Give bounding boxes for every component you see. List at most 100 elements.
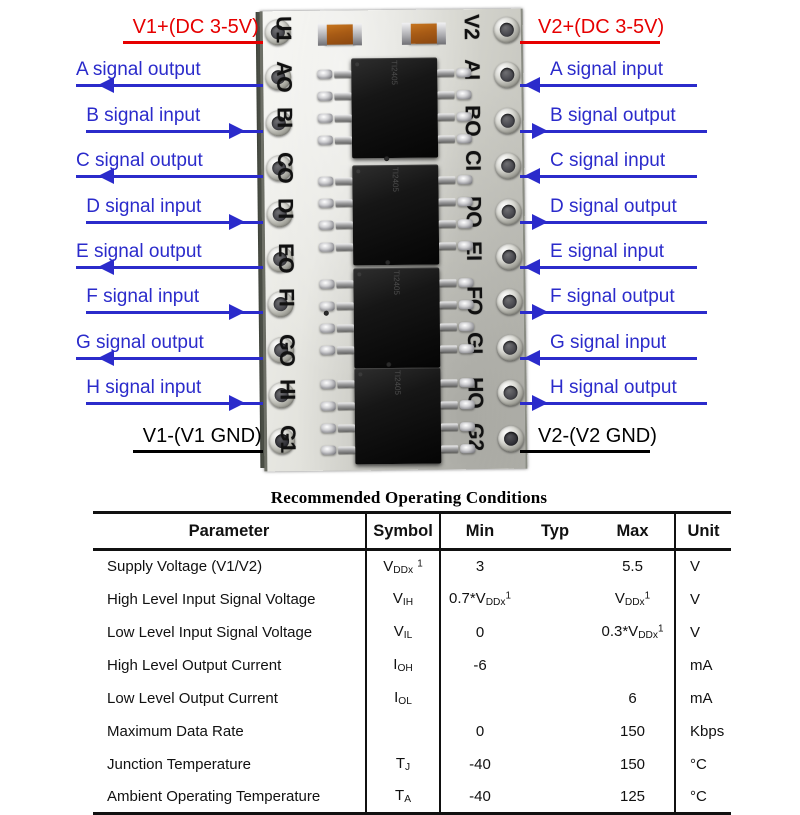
right-callout-CI: C signal input bbox=[0, 0, 800, 185]
callout-leader-line bbox=[520, 175, 697, 179]
solder-pad bbox=[458, 322, 474, 332]
via-4 bbox=[323, 310, 329, 316]
col-header-min: Min bbox=[440, 511, 519, 551]
silk-label-U1: U1 bbox=[271, 16, 295, 44]
cell-unit: V bbox=[674, 549, 731, 583]
callout-leader-line bbox=[132, 449, 263, 453]
callout-leader-line bbox=[520, 129, 707, 133]
cell-max bbox=[591, 649, 675, 682]
left-callout-CO: C signal output bbox=[0, 0, 800, 185]
callout-arrowhead-left bbox=[524, 168, 540, 185]
callout-arrowhead-right bbox=[229, 213, 245, 230]
recommended-operating-conditions-table: Parameter Symbol Min Typ Max Unit Supply… bbox=[93, 511, 731, 815]
solder-pad bbox=[457, 219, 473, 229]
cell-parameter: Low Level Output Current bbox=[93, 681, 367, 715]
solder-pad bbox=[319, 242, 335, 252]
table-header-row: Parameter Symbol Min Typ Max Unit bbox=[93, 511, 731, 551]
callout-leader-line bbox=[520, 220, 707, 224]
left-callout-HI: H signal input bbox=[0, 0, 800, 412]
cell-symbol: TJ bbox=[366, 747, 441, 781]
silk-label-G1: G1 bbox=[275, 424, 300, 453]
callout-arrowhead-right bbox=[532, 213, 548, 230]
left-callout-EO: E signal output bbox=[0, 0, 800, 275]
callout-leader-line bbox=[76, 356, 263, 360]
callout-leader-line bbox=[122, 41, 263, 44]
solder-pad bbox=[458, 278, 474, 288]
col-header-unit: Unit bbox=[674, 511, 731, 551]
cell-unit: mA bbox=[674, 681, 731, 715]
callout-arrowhead-left bbox=[524, 259, 540, 275]
cell-symbol: VIL bbox=[366, 615, 441, 649]
solder-pad bbox=[457, 197, 473, 207]
cell-min: 0 bbox=[475, 623, 485, 641]
cell-parameter: High Level Input Signal Voltage bbox=[93, 582, 367, 616]
left-callout-U1: V1+(DC 3-5V) bbox=[0, 0, 800, 44]
col-header-parameter: Parameter bbox=[93, 511, 367, 551]
col-header-typ: Typ bbox=[519, 511, 591, 551]
callout-leader-line bbox=[520, 84, 697, 88]
cell-min bbox=[440, 682, 519, 715]
cell-unit: V bbox=[674, 582, 731, 616]
cell-parameter: Ambient Operating Temperature bbox=[93, 780, 367, 815]
right-callout-BO: B signal output bbox=[0, 0, 800, 139]
callout-arrowhead-left bbox=[98, 259, 114, 275]
callout-leader-line bbox=[76, 175, 263, 179]
solder-pad bbox=[458, 300, 474, 310]
solder-pad bbox=[320, 423, 337, 433]
cell-max: 6 bbox=[628, 689, 637, 707]
callout-leader-line bbox=[520, 266, 697, 269]
silk-label-FI: FI bbox=[274, 288, 298, 308]
capacitor-2 bbox=[401, 22, 446, 45]
cell-parameter: Low Level Input Signal Voltage bbox=[93, 615, 367, 649]
callout-leader-line bbox=[86, 311, 263, 315]
right-callout-GI: G signal input bbox=[0, 0, 800, 366]
pad-DO bbox=[495, 198, 522, 225]
optocoupler-chip-3: TI2405 bbox=[336, 267, 458, 369]
silk-label-EO: EO bbox=[274, 243, 298, 274]
optocoupler-chip-2: TI2405 bbox=[335, 164, 457, 266]
pad-V2 bbox=[493, 16, 520, 43]
cell-max: 150 bbox=[619, 755, 646, 773]
cell-typ bbox=[519, 780, 591, 815]
cell-parameter: High Level Output Current bbox=[93, 648, 367, 682]
solder-pad bbox=[317, 135, 333, 145]
callout-arrowhead-right bbox=[229, 395, 245, 412]
solder-pad bbox=[317, 69, 333, 79]
cell-unit: °C bbox=[674, 780, 731, 815]
right-callout-V2: V2+(DC 3-5V) bbox=[0, 0, 800, 44]
right-callout-DO: D signal output bbox=[0, 0, 800, 230]
via-2 bbox=[385, 260, 391, 266]
cell-typ bbox=[519, 682, 591, 715]
silk-label-HI: HI bbox=[275, 379, 299, 401]
cell-parameter: Junction Temperature bbox=[93, 747, 367, 781]
cell-unit: V bbox=[674, 615, 731, 649]
cell-typ bbox=[519, 550, 591, 583]
solder-pad bbox=[459, 422, 476, 432]
cell-symbol bbox=[366, 714, 441, 748]
cell-symbol: IOH bbox=[366, 648, 441, 682]
callout-leader-line bbox=[520, 311, 707, 315]
cell-parameter: Supply Voltage (V1/V2) bbox=[93, 549, 367, 583]
cell-min: -40 bbox=[469, 755, 491, 773]
solder-pad bbox=[319, 301, 335, 311]
cell-typ bbox=[519, 616, 591, 649]
callout-leader-line bbox=[520, 449, 651, 453]
solder-pad bbox=[459, 378, 475, 388]
col-header-max: Max bbox=[591, 511, 675, 551]
callout-leader-line bbox=[86, 129, 263, 133]
silk-label-GO: GO bbox=[274, 333, 299, 367]
cell-min: -40 bbox=[440, 780, 519, 815]
cell-max: 0.3*VDDx1 bbox=[601, 622, 664, 642]
callout-leader-line bbox=[76, 266, 263, 269]
solder-pad bbox=[459, 344, 475, 354]
cell-typ bbox=[519, 715, 591, 748]
callout-leader-line bbox=[520, 402, 707, 406]
left-callout-AO: A signal output bbox=[0, 0, 800, 94]
